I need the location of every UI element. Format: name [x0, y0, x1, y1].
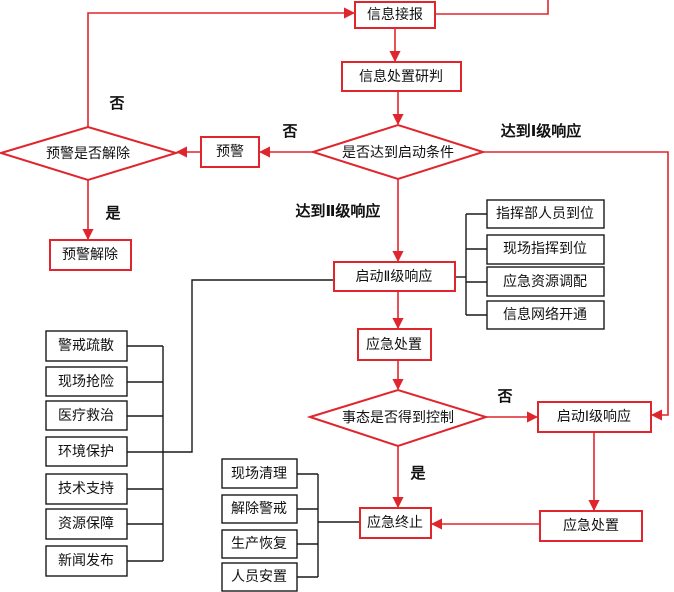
- response-measure-label: 技术支持: [58, 481, 114, 497]
- response-measure-label: 新闻发布: [58, 553, 114, 569]
- decision-control-check: 事态是否得到控制: [306, 388, 490, 448]
- node-response-first-label: 应急处置: [366, 336, 422, 353]
- response-measure: 警戒疏散: [45, 330, 128, 362]
- node-level2-start: 启动Ⅱ级响应: [333, 261, 456, 292]
- level2-task: 应急资源调配: [486, 266, 605, 297]
- response-measure-label: 警戒疏散: [58, 338, 114, 354]
- edge-condition-to-level1: [483, 151, 669, 421]
- response-measure: 新闻发布: [45, 545, 128, 577]
- response-measure: 环境保护: [45, 436, 128, 467]
- termination-task-label: 解除警戒: [231, 501, 287, 517]
- decision-warning-lift: 预警是否解除: [0, 125, 180, 182]
- edge-label-controlled: 是: [409, 464, 426, 482]
- termination-task-label: 人员安置: [231, 569, 287, 585]
- decision-start-condition-label: 是否达到启动条件: [342, 144, 454, 161]
- response-measure-label: 资源保障: [58, 516, 114, 532]
- termination-task: 人员安置: [221, 562, 298, 592]
- node-warning-label: 预警: [216, 144, 244, 160]
- level2-task-label: 现场指挥到位: [503, 241, 587, 257]
- node-info-report: 信息接报: [354, 1, 436, 29]
- level2-tasks-bracket: [455, 213, 487, 316]
- level2-task: 信息网络开通: [486, 300, 605, 330]
- edge-label-not-controlled: 否: [496, 387, 512, 405]
- response-measure-label: 环境保护: [58, 444, 114, 460]
- response-measure-label: 现场抢险: [58, 373, 114, 390]
- node-info-report-label: 信息接报: [367, 6, 423, 23]
- node-warning: 预警: [200, 136, 260, 168]
- level2-task-label: 指挥部人员到位: [496, 206, 594, 222]
- decision-control-check-label: 事态是否得到控制: [342, 409, 454, 426]
- response-measures-bracket: [127, 279, 334, 562]
- edge-warning-not-lifted-loop: [87, 7, 356, 127]
- decision-warning-lift-label: 预警是否解除: [46, 146, 130, 162]
- response-measure: 技术支持: [45, 473, 128, 505]
- response-measure-label: 医疗救治: [58, 408, 114, 424]
- termination-task: 生产恢复: [221, 529, 298, 559]
- edge-label-level1-reached: 达到Ⅰ级响应: [501, 122, 582, 140]
- response-measure: 现场抢险: [45, 366, 128, 397]
- node-warning-lifted-label: 预警解除: [62, 247, 118, 263]
- node-level1-start: 启动Ⅰ级响应: [537, 401, 652, 433]
- termination-tasks-bracket: [297, 473, 360, 578]
- edge-label-condition-not-met: 否: [281, 122, 297, 140]
- node-level2-start-label: 启动Ⅱ级响应: [356, 268, 433, 285]
- level2-task: 指挥部人员到位: [486, 199, 605, 229]
- response-measure: 资源保障: [45, 508, 128, 540]
- termination-task: 解除警戒: [221, 494, 298, 524]
- response-measure: 医疗救治: [45, 400, 128, 431]
- level2-task-label: 应急资源调配: [503, 273, 587, 290]
- edge-label-warning-lifted: 是: [104, 204, 121, 222]
- node-termination-label: 应急终止: [367, 514, 423, 531]
- termination-task-label: 现场清理: [231, 466, 287, 482]
- decision-start-condition: 是否达到启动条件: [309, 123, 487, 181]
- node-info-analysis-label: 信息处置研判: [359, 68, 443, 85]
- edge-label-level2-reached: 达到Ⅱ级响应: [296, 202, 381, 220]
- level2-task-label: 信息网络开通: [503, 306, 587, 323]
- termination-task: 现场清理: [221, 458, 298, 489]
- edge-top-right-incoming: [435, 0, 549, 15]
- level2-task: 现场指挥到位: [486, 234, 605, 265]
- node-response-second-label: 应急处置: [563, 517, 619, 534]
- node-warning-lifted: 预警解除: [49, 239, 132, 271]
- node-info-analysis: 信息处置研判: [341, 61, 462, 92]
- node-termination: 应急终止: [359, 507, 432, 539]
- node-response-first: 应急处置: [357, 328, 432, 361]
- edge-label-warning-not-lifted: 否: [108, 94, 124, 112]
- termination-task-label: 生产恢复: [231, 535, 287, 552]
- node-response-second: 应急处置: [539, 510, 643, 542]
- node-level1-start-label: 启动Ⅰ级响应: [557, 408, 631, 425]
